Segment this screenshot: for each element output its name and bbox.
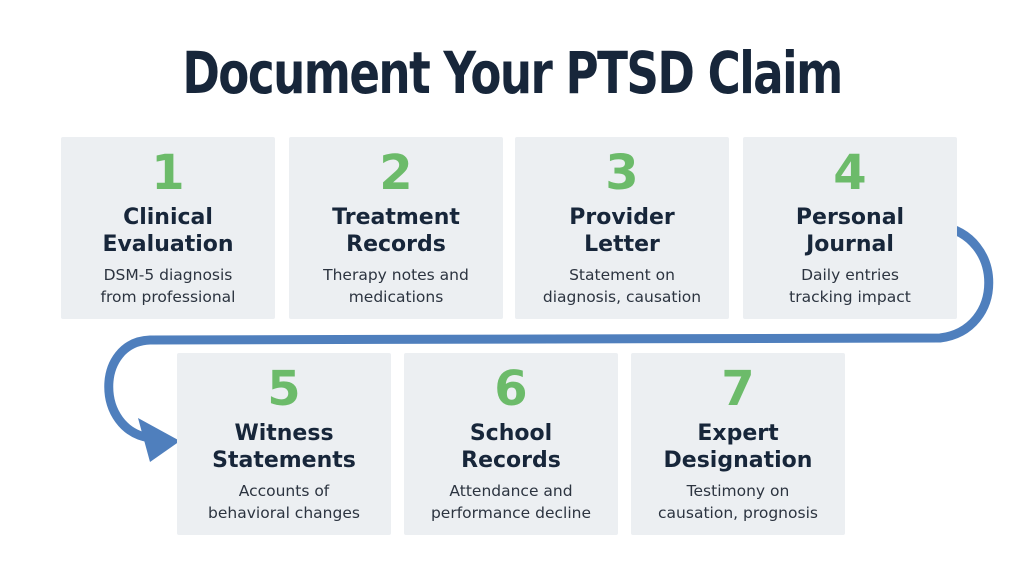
step-number: 1 — [151, 145, 185, 201]
step-heading-line1: Treatment — [332, 205, 460, 230]
step-heading-line1: School — [469, 421, 553, 446]
step-card-4: 4 Personal Journal Daily entries trackin… — [743, 137, 957, 319]
step-description-line1: Statement on — [569, 266, 675, 284]
step-heading-line2: Records — [461, 448, 561, 473]
step-heading-line1: Provider — [569, 205, 675, 230]
step-heading-line2: Evaluation — [102, 232, 234, 257]
step-description-line2: medications — [348, 288, 444, 306]
step-description-line1: Therapy notes and — [323, 266, 469, 284]
step-description-line1: Attendance and — [449, 482, 573, 500]
step-heading-line1: Witness — [234, 421, 334, 446]
arrowhead-icon — [138, 418, 180, 462]
step-heading-line1: Clinical — [123, 205, 213, 230]
step-heading-line1: Personal — [795, 205, 905, 230]
step-heading-line2: Records — [346, 232, 446, 257]
step-description-line2: behavioral changes — [208, 504, 360, 522]
step-description-line1: Testimony on — [686, 482, 790, 500]
page-title: Document Your PTSD Claim — [182, 39, 843, 107]
step-card-1: 1 Clinical Evaluation DSM-5 diagnosis fr… — [61, 137, 275, 319]
step-number: 7 — [721, 361, 755, 417]
step-heading-line2: Journal — [806, 232, 894, 257]
step-description-line2: tracking impact — [789, 288, 911, 306]
step-heading-line1: Expert — [697, 421, 779, 446]
step-description-line2: from professional — [100, 288, 236, 306]
step-heading-line2: Letter — [584, 232, 660, 257]
step-description-line1: Daily entries — [801, 266, 899, 284]
step-number: 3 — [605, 145, 639, 201]
step-number: 5 — [267, 361, 301, 417]
step-heading-line2: Designation — [663, 448, 813, 473]
step-card-3: 3 Provider Letter Statement on diagnosis… — [515, 137, 729, 319]
step-card-2: 2 Treatment Records Therapy notes and me… — [289, 137, 503, 319]
step-description-line1: Accounts of — [238, 482, 330, 500]
step-card-6: 6 School Records Attendance and performa… — [404, 353, 618, 535]
step-card-5: 5 Witness Statements Accounts of behavio… — [177, 353, 391, 535]
step-description-line2: diagnosis, causation — [542, 288, 702, 306]
step-number: 2 — [379, 145, 413, 201]
step-card-7: 7 Expert Designation Testimony on causat… — [631, 353, 845, 535]
step-number: 6 — [494, 361, 528, 417]
step-description-line2: causation, prognosis — [658, 504, 818, 522]
step-description-line2: performance decline — [430, 504, 592, 522]
step-heading-line2: Statements — [212, 448, 356, 473]
step-description-line1: DSM-5 diagnosis — [103, 266, 233, 284]
step-number: 4 — [833, 145, 867, 201]
